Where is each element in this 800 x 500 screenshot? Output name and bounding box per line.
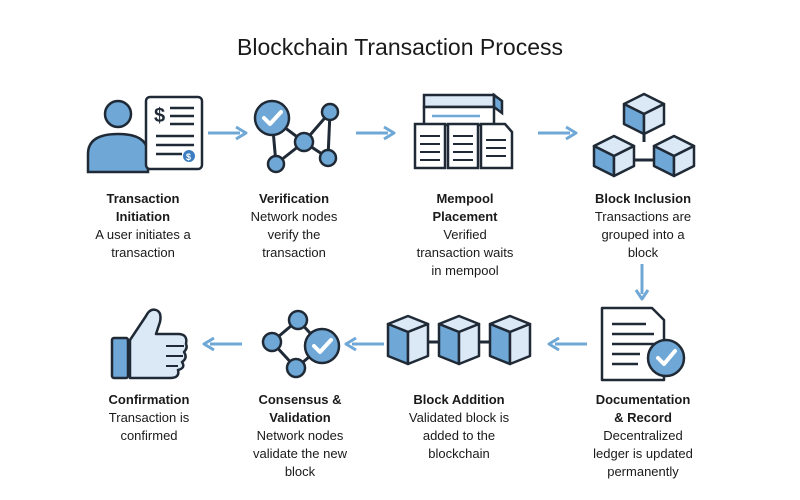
arrow-left-icon: [202, 336, 242, 352]
step-description: A user initiates a: [95, 227, 191, 242]
step-title: Block Addition: [413, 392, 505, 407]
step-description: validate the new: [253, 446, 347, 461]
arrow-left-icon: [344, 336, 384, 352]
step-title: Transaction: [106, 191, 180, 206]
step-title: Block Inclusion: [594, 191, 692, 206]
step-description: blockchain: [428, 446, 490, 461]
step-description: Decentralized: [603, 428, 683, 443]
step-description: Transaction is: [108, 410, 190, 425]
step-description: Transactions are: [594, 209, 692, 224]
chained-blocks-icon: [386, 314, 532, 366]
diagram-title: Blockchain Transaction Process: [237, 34, 563, 60]
step-title: Consensus &: [258, 392, 342, 407]
svg-text:$: $: [186, 152, 191, 162]
consensus-network-icon: [261, 309, 341, 379]
step-title: & Record: [614, 410, 672, 425]
step-description: Verified: [443, 227, 487, 242]
step-block-addition: Block Addition Validated block is added …: [384, 391, 534, 463]
user-invoice-icon: $ $: [86, 95, 204, 174]
svg-text:$: $: [154, 105, 165, 127]
step-confirmation: Confirmation Transaction is confirmed: [74, 391, 224, 445]
step-description: permanently: [607, 464, 679, 479]
step-transaction-initiation: Transaction Initiation A user initiates …: [68, 190, 218, 262]
step-block-inclusion: Block Inclusion Transactions are grouped…: [568, 190, 718, 262]
step-description: grouped into a: [601, 227, 685, 242]
arrow-left-icon: [547, 336, 587, 352]
network-check-icon: [253, 99, 340, 174]
step-description: transaction: [111, 245, 175, 260]
arrow-down-icon: [634, 264, 650, 301]
step-description: transaction: [262, 245, 326, 260]
stacked-blocks-icon: [592, 92, 696, 178]
step-description: verify the: [267, 227, 321, 242]
thumbs-up-icon: [110, 308, 188, 380]
arrow-right-icon: [208, 125, 248, 141]
step-description: Network nodes: [250, 209, 338, 224]
step-description: Network nodes: [256, 428, 344, 443]
step-title: Mempool: [436, 191, 494, 206]
step-verification: Verification Network nodes verify the tr…: [219, 190, 369, 262]
step-mempool-placement: Mempool Placement Verified transaction w…: [390, 190, 540, 280]
step-description: ledger is updated: [593, 446, 693, 461]
arrow-right-icon: [356, 125, 396, 141]
step-consensus-validation: Consensus & Validation Network nodes val…: [225, 391, 375, 481]
step-documentation-record: Documentation & Record Decentralized led…: [568, 391, 718, 481]
arrow-right-icon: [538, 125, 578, 141]
mempool-documents-icon: [413, 92, 514, 170]
step-title: Validation: [269, 410, 331, 425]
step-title: Documentation: [595, 392, 691, 407]
step-description: Validated block is: [408, 410, 510, 425]
step-description: confirmed: [120, 428, 178, 443]
document-check-icon: [600, 306, 686, 382]
step-description: transaction waits: [416, 245, 514, 260]
step-description: added to the: [422, 428, 496, 443]
step-title: Initiation: [115, 209, 171, 224]
step-title: Confirmation: [108, 392, 190, 407]
step-title: Verification: [258, 191, 330, 206]
step-title: Placement: [432, 209, 498, 224]
step-description: block: [627, 245, 659, 260]
step-description: block: [284, 464, 316, 479]
step-description: in mempool: [431, 263, 499, 278]
